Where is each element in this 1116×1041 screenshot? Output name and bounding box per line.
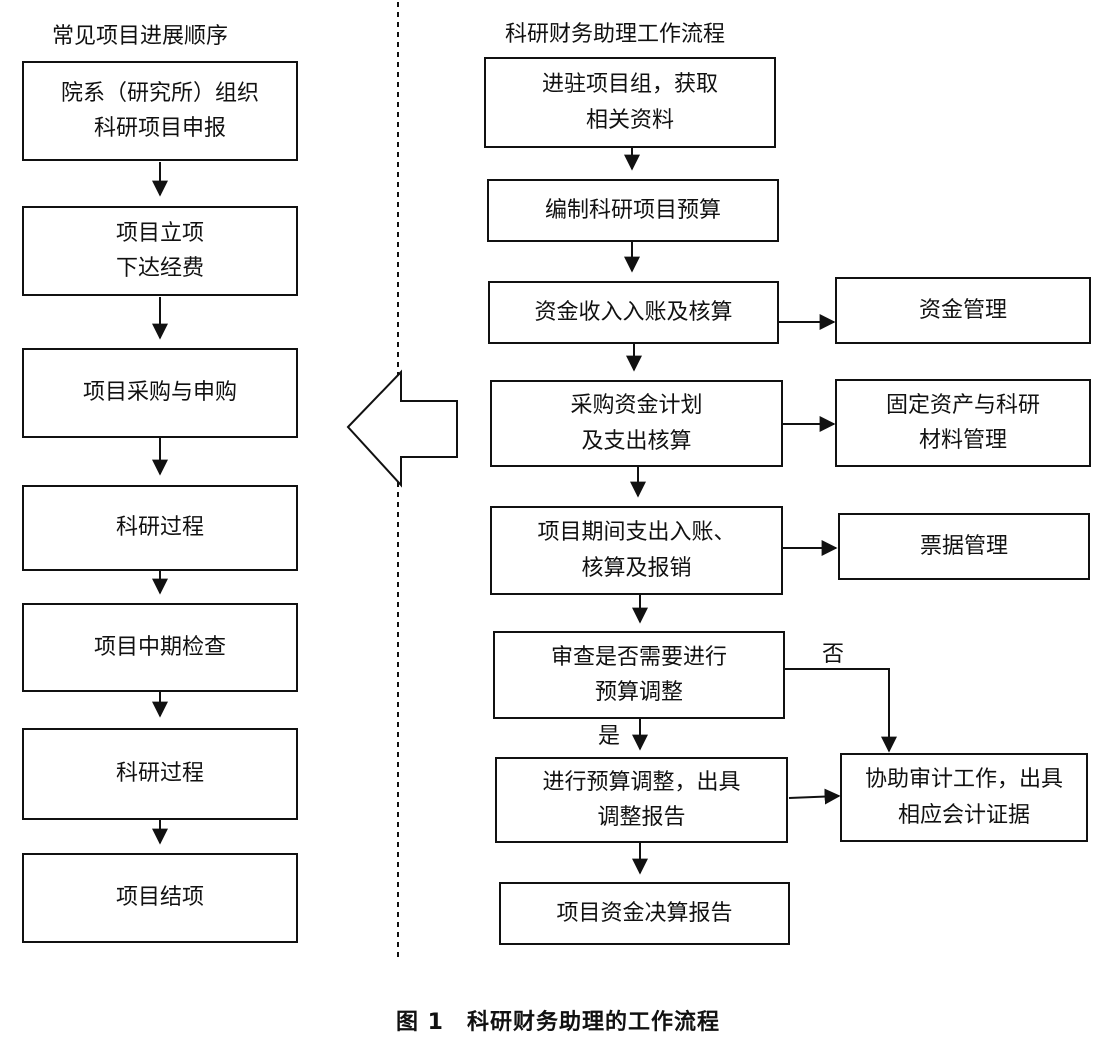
right-step-6-label: 审查是否需要进行 预算调整 bbox=[550, 644, 727, 705]
yes-label: 是 bbox=[598, 724, 621, 749]
right-step-8: 项目资金决算报告 bbox=[499, 882, 790, 945]
left-step-5: 项目中期检查 bbox=[22, 603, 298, 692]
left-step-3: 项目采购与申购 bbox=[22, 348, 298, 438]
side-box-invoices-label: 票据管理 bbox=[919, 533, 1008, 559]
right-column-title: 科研财务助理工作流程 bbox=[505, 22, 726, 47]
big-left-arrow bbox=[346, 369, 458, 488]
right-step-4: 采购资金计划 及支出核算 bbox=[490, 380, 783, 467]
side-box-funds: 资金管理 bbox=[835, 277, 1091, 344]
side-box-audit-label: 协助审计工作，出具 相应会计证据 bbox=[864, 767, 1063, 828]
right-step-3-label: 资金收入入账及核算 bbox=[534, 299, 733, 325]
left-step-2-label: 项目立项 下达经费 bbox=[115, 220, 204, 281]
right-step-1: 进驻项目组，获取 相关资料 bbox=[484, 57, 776, 148]
left-column-title: 常见项目进展顺序 bbox=[52, 24, 229, 49]
side-box-funds-label: 资金管理 bbox=[918, 297, 1007, 323]
side-arrow-audit bbox=[788, 788, 841, 805]
figure-caption: 图 1 科研财务助理的工作流程 bbox=[396, 1010, 720, 1035]
left-step-4: 科研过程 bbox=[22, 485, 298, 571]
left-step-2: 项目立项 下达经费 bbox=[22, 206, 298, 296]
left-step-1: 院系（研究所）组织 科研项目申报 bbox=[22, 61, 298, 161]
side-box-assets: 固定资产与科研 材料管理 bbox=[835, 379, 1091, 467]
right-step-7-label: 进行预算调整，出具 调整报告 bbox=[542, 769, 741, 830]
left-step-7-label: 项目结项 bbox=[115, 885, 204, 911]
left-step-5-label: 项目中期检查 bbox=[93, 634, 226, 660]
right-step-2: 编制科研项目预算 bbox=[487, 179, 779, 242]
right-step-4-label: 采购资金计划 及支出核算 bbox=[570, 393, 703, 454]
left-step-7: 项目结项 bbox=[22, 853, 298, 943]
left-step-1-label: 院系（研究所）组织 科研项目申报 bbox=[60, 80, 259, 141]
left-step-6-label: 科研过程 bbox=[115, 761, 204, 787]
right-step-1-label: 进驻项目组，获取 相关资料 bbox=[541, 72, 718, 133]
right-step-8-label: 项目资金决算报告 bbox=[556, 900, 733, 926]
right-step-5: 项目期间支出入账、 核算及报销 bbox=[490, 506, 783, 595]
side-box-assets-label: 固定资产与科研 材料管理 bbox=[885, 392, 1040, 453]
no-branch-connector bbox=[785, 668, 897, 753]
right-step-6: 审查是否需要进行 预算调整 bbox=[493, 631, 785, 719]
left-step-3-label: 项目采购与申购 bbox=[82, 380, 237, 406]
right-step-3: 资金收入入账及核算 bbox=[488, 281, 779, 344]
no-label: 否 bbox=[822, 642, 845, 667]
right-step-5-label: 项目期间支出入账、 核算及报销 bbox=[537, 520, 736, 581]
left-step-6: 科研过程 bbox=[22, 728, 298, 820]
side-box-audit: 协助审计工作，出具 相应会计证据 bbox=[840, 753, 1088, 842]
right-step-2-label: 编制科研项目预算 bbox=[544, 197, 721, 223]
side-box-invoices: 票据管理 bbox=[838, 513, 1090, 580]
right-step-7: 进行预算调整，出具 调整报告 bbox=[495, 757, 788, 843]
left-step-4-label: 科研过程 bbox=[115, 515, 204, 541]
